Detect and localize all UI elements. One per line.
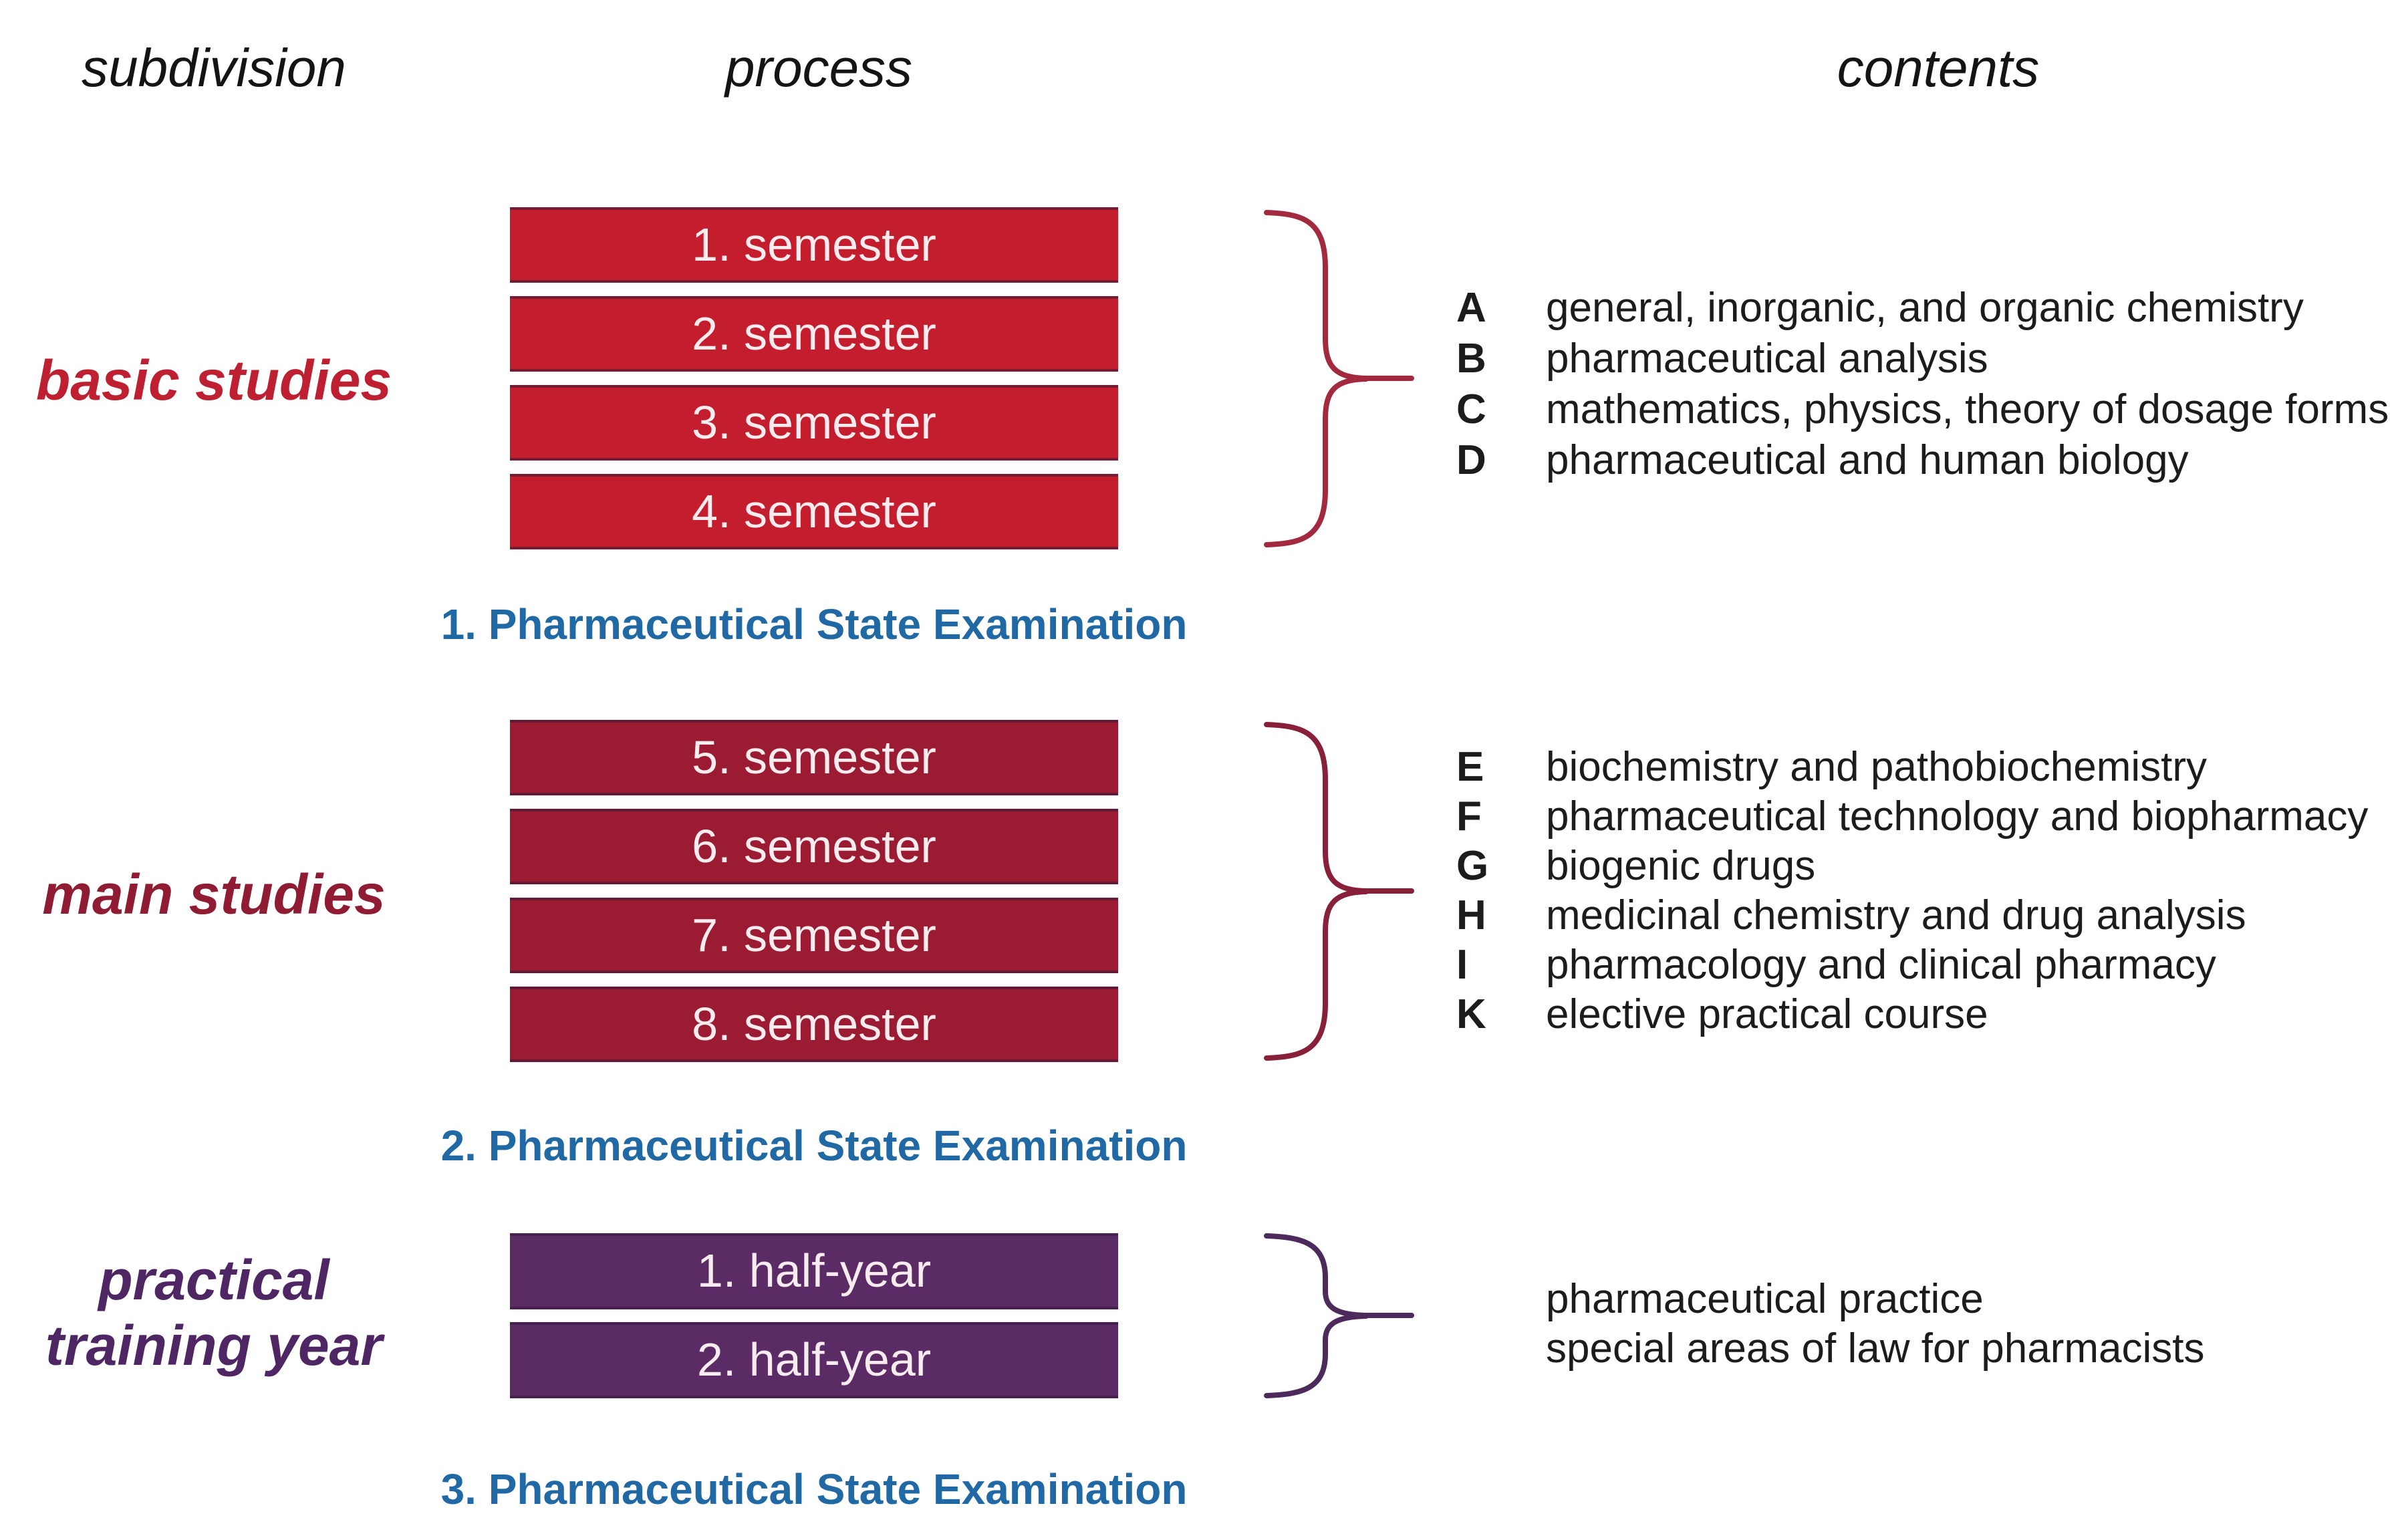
content-item-K: K elective practical course: [1456, 994, 1988, 1035]
content-key: K: [1456, 991, 1486, 1037]
content-text: medicinal chemistry and drug analysis: [1546, 892, 2246, 938]
content-text: pharmaceutical analysis: [1546, 336, 1988, 382]
content-item-law: special areas of law for pharmacists: [1546, 1328, 2205, 1370]
content-item-F: F pharmaceutical technology and biopharm…: [1456, 796, 2368, 838]
content-text: biochemistry and pathobiochemistry: [1546, 744, 2208, 790]
content-key: B: [1456, 336, 1486, 382]
content-text: pharmaceutical technology and biopharmac…: [1546, 793, 2369, 840]
state-exam-3: 3. Pharmaceutical State Examination: [440, 1465, 1188, 1513]
semester-bar-1: 1. semester: [510, 207, 1118, 283]
section-label-line: training year: [45, 1314, 383, 1377]
brace-basic-studies: [1264, 210, 1414, 547]
semester-bar-4: 4. semester: [510, 474, 1118, 549]
section-label-basic-studies: basic studies: [35, 349, 392, 412]
content-item-C: C mathematics, physics, theory of dosage…: [1456, 389, 2389, 430]
state-exam-1: 1. Pharmaceutical State Examination: [440, 600, 1188, 648]
content-text: mathematics, physics, theory of dosage f…: [1546, 386, 2389, 432]
content-item-D: D pharmaceutical and human biology: [1456, 440, 2189, 481]
content-text: pharmaceutical and human biology: [1546, 437, 2189, 483]
content-item-E: E biochemistry and pathobiochemistry: [1456, 747, 2207, 788]
half-year-bar-2: 2. half-year: [510, 1322, 1118, 1398]
content-text: biogenic drugs: [1546, 843, 1816, 889]
state-exam-2: 2. Pharmaceutical State Examination: [440, 1122, 1188, 1170]
section-label-main-studies: main studies: [42, 863, 386, 926]
section-label-practical-training-year: practical training year: [45, 1247, 382, 1378]
content-item-I: I pharmacology and clinical pharmacy: [1456, 944, 2216, 986]
content-text: pharmacology and clinical pharmacy: [1546, 942, 2216, 988]
content-text: special areas of law for pharmacists: [1546, 1325, 2205, 1372]
semester-bar-2: 2. semester: [510, 296, 1118, 372]
column-header-subdivision: subdivision: [82, 38, 346, 98]
content-text: pharmaceutical practice: [1546, 1276, 1984, 1322]
column-header-contents: contents: [1837, 38, 2040, 98]
content-key: E: [1456, 744, 1484, 790]
content-key: C: [1456, 386, 1486, 432]
semester-bar-5: 5. semester: [510, 720, 1118, 795]
content-key: D: [1456, 437, 1486, 483]
content-key: H: [1456, 892, 1486, 938]
content-text: elective practical course: [1546, 991, 1988, 1037]
content-item-G: G biogenic drugs: [1456, 846, 1815, 887]
content-key: I: [1456, 942, 1468, 988]
semester-bar-7: 7. semester: [510, 898, 1118, 973]
section-label-line: practical: [98, 1249, 329, 1311]
content-key: G: [1456, 843, 1489, 889]
content-text: general, inorganic, and organic chemistr…: [1546, 285, 2304, 331]
semester-bar-3: 3. semester: [510, 385, 1118, 461]
content-key: F: [1456, 793, 1482, 840]
content-item-A: A general, inorganic, and organic chemis…: [1456, 287, 2304, 329]
half-year-bar-1: 1. half-year: [510, 1233, 1118, 1309]
brace-main-studies: [1264, 722, 1414, 1061]
semester-bar-6: 6. semester: [510, 809, 1118, 884]
content-item-practice: pharmaceutical practice: [1546, 1279, 1984, 1320]
column-header-process: process: [724, 38, 913, 98]
content-item-B: B pharmaceutical analysis: [1456, 338, 1988, 380]
semester-bar-8: 8. semester: [510, 987, 1118, 1062]
brace-practical-training-year: [1264, 1233, 1414, 1398]
content-key: A: [1456, 285, 1486, 331]
content-item-H: H medicinal chemistry and drug analysis: [1456, 895, 2246, 936]
